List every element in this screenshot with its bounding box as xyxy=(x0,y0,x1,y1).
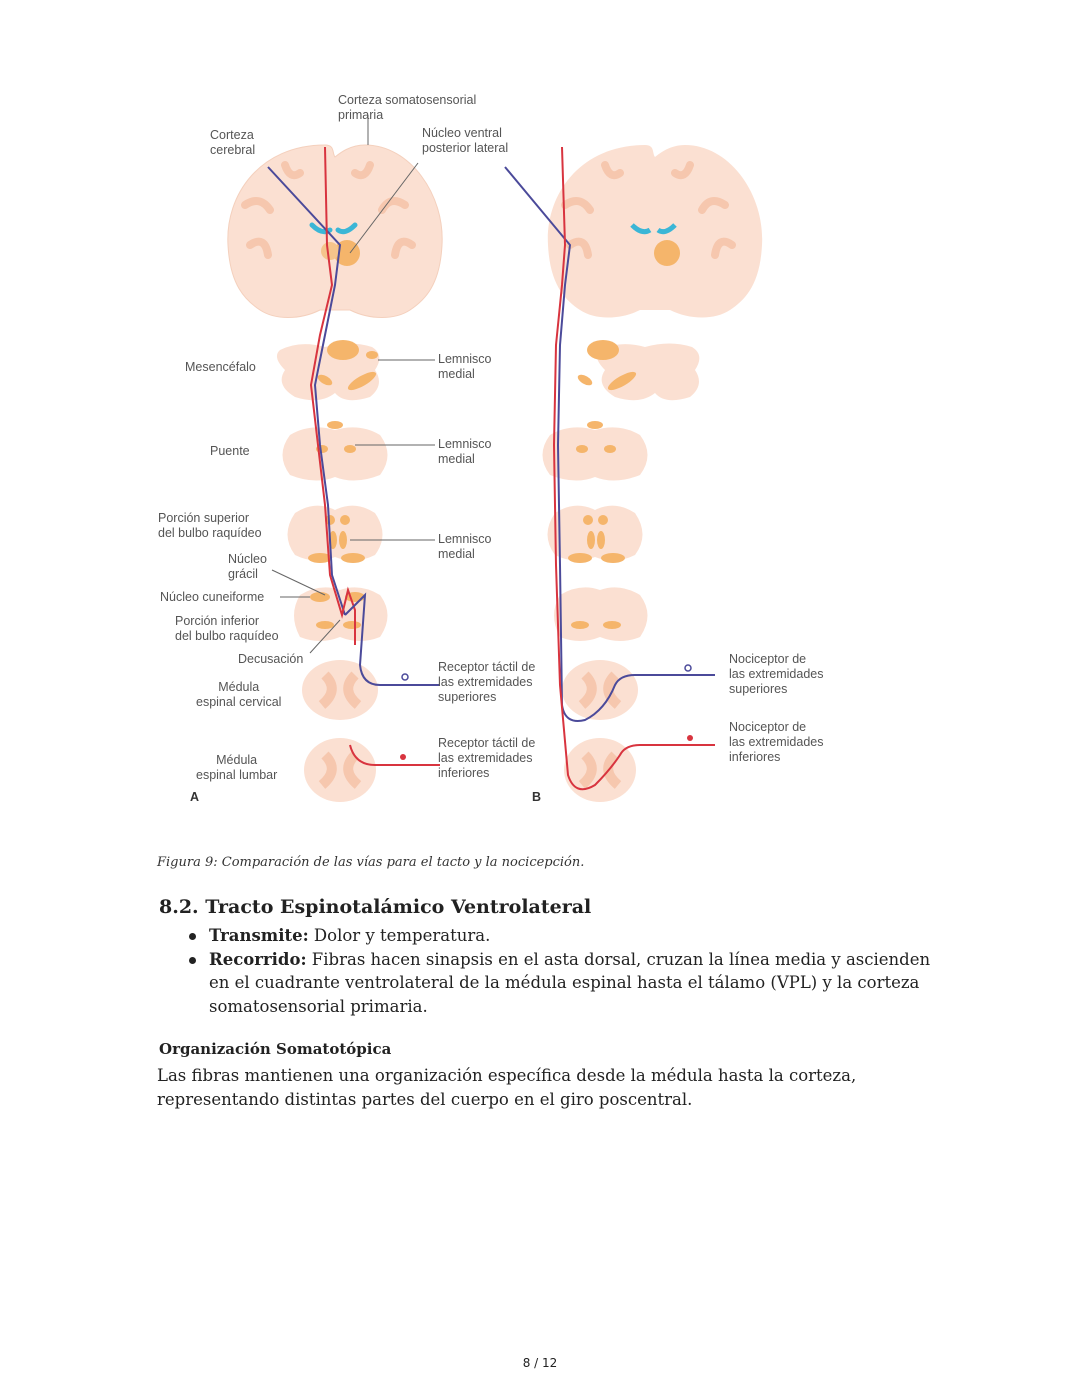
label-lemnisco-medial-1: Lemnisco medial xyxy=(438,352,492,381)
label-receptor-inferiores: Receptor táctil de las extremidades infe… xyxy=(438,736,536,780)
label-medula-cervical: Médula espinal cervical xyxy=(196,680,282,709)
label-medula-lumbar: Médula espinal lumbar xyxy=(196,753,278,782)
figure-caption: Figura 9: Comparación de las vías para e… xyxy=(157,855,585,870)
list-item: Transmite: Dolor y temperatura. xyxy=(186,924,946,948)
bullet-label: Transmite: xyxy=(209,926,309,945)
label-corteza-cerebral: Corteza cerebral xyxy=(210,128,256,157)
bullet-list: Transmite: Dolor y temperatura. Recorrid… xyxy=(186,924,946,1018)
label-bulbo-inferior: Porción inferior del bulbo raquídeo xyxy=(175,614,279,643)
label-receptor-superiores: Receptor táctil de las extremidades supe… xyxy=(438,660,536,704)
label-lemnisco-medial-2: Lemnisco medial xyxy=(438,437,492,466)
label-corteza-somatosensorial: Corteza somatosensorial primaria xyxy=(338,93,477,122)
label-nociceptor-inferiores: Nociceptor de las extremidades inferiore… xyxy=(729,720,824,764)
subsection-heading: Organización Somatotópica xyxy=(159,1040,392,1058)
label-mesencefalo: Mesencéfalo xyxy=(185,360,256,374)
panel-b-letter: B xyxy=(532,790,542,804)
label-nucleo-gracil: Núcleo grácil xyxy=(228,552,267,581)
neural-pathways-diagram xyxy=(227,115,763,802)
pathway-comparison-figure: Corteza somatosensorial primaria Corteza… xyxy=(150,85,870,815)
label-puente: Puente xyxy=(210,444,250,458)
section-heading: 8.2. Tracto Espinotalámico Ventrolateral xyxy=(159,896,592,918)
panel-a-letter: A xyxy=(190,790,200,804)
bullet-text: Dolor y temperatura. xyxy=(308,926,491,945)
label-decusacion: Decusación xyxy=(238,652,304,666)
label-nucleo-vpl: Núcleo ventral posterior lateral xyxy=(422,126,509,155)
label-lemnisco-medial-3: Lemnisco medial xyxy=(438,532,492,561)
page-indicator: 8 / 12 xyxy=(522,1356,558,1370)
label-nucleo-cuneiforme: Núcleo cuneiforme xyxy=(160,590,265,604)
label-nociceptor-superiores: Nociceptor de las extremidades superiore… xyxy=(729,652,824,696)
label-bulbo-superior: Porción superior del bulbo raquídeo xyxy=(158,511,262,540)
bullet-label: Recorrido: xyxy=(209,949,307,969)
body-paragraph: Las fibras mantienen una organización es… xyxy=(157,1066,857,1109)
bullet-text: Fibras hacen sinapsis en el asta dorsal,… xyxy=(209,949,931,1016)
list-item: Recorrido: Fibras hacen sinapsis en el a… xyxy=(186,948,946,1019)
